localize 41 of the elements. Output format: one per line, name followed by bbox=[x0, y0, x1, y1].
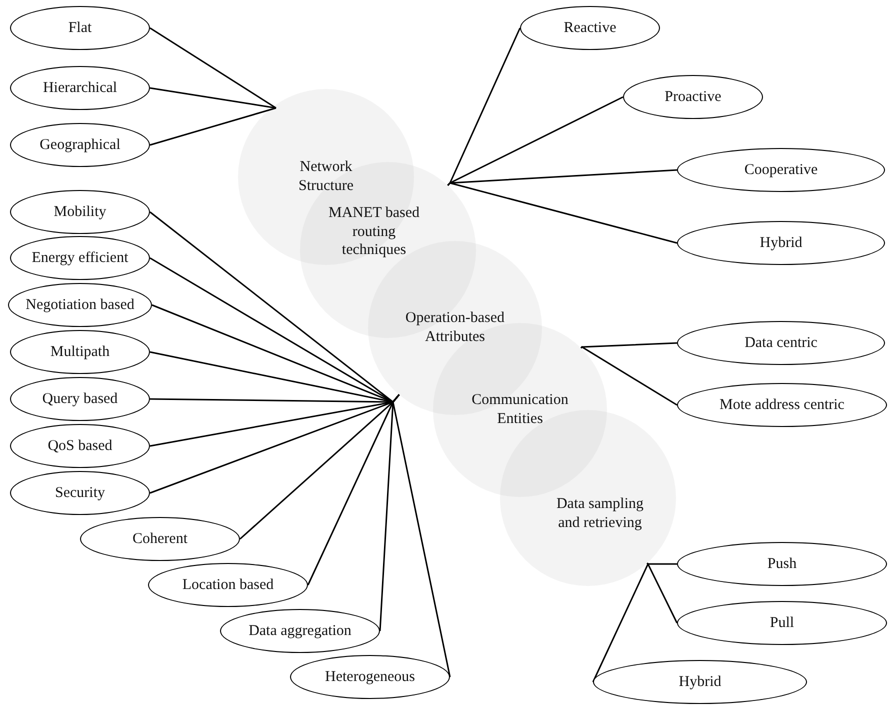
item-label: Flat bbox=[68, 20, 92, 36]
item-label: Multipath bbox=[50, 344, 110, 360]
connector-line bbox=[392, 394, 451, 678]
item-label: Geographical bbox=[40, 136, 120, 154]
connector-line bbox=[592, 562, 649, 682]
category-label: MANET based routing techniques bbox=[328, 204, 420, 260]
item-label: Coherent bbox=[132, 530, 188, 548]
item-label: Hybrid bbox=[760, 234, 802, 252]
category-label: Data sampling and retrieving bbox=[555, 495, 645, 533]
item-label: Mobility bbox=[54, 204, 106, 220]
item-label: Cooperative bbox=[744, 162, 818, 178]
item-label: Proactive bbox=[664, 88, 722, 106]
item-label: Query based bbox=[42, 390, 118, 408]
item-label: Energy efficient bbox=[32, 250, 128, 266]
item-label: QoS based bbox=[48, 438, 112, 454]
connector-line bbox=[447, 169, 678, 186]
item-label: Hybrid bbox=[678, 674, 722, 690]
item-label: Data centric bbox=[744, 334, 818, 352]
item-label: Pull bbox=[770, 614, 794, 632]
item-label: Heterogeneous bbox=[325, 668, 415, 686]
item-label: Hierarchical bbox=[42, 80, 118, 96]
category-label: Communication Entities bbox=[470, 391, 570, 429]
connector-line bbox=[150, 27, 277, 109]
connector-line bbox=[580, 342, 678, 349]
item-label: Security bbox=[55, 484, 105, 502]
item-label: Reactive bbox=[564, 20, 616, 36]
item-ellipse bbox=[290, 655, 450, 699]
item-label: Data aggregation bbox=[248, 622, 352, 640]
connector-line bbox=[150, 107, 277, 146]
item-label: Location based bbox=[182, 576, 274, 594]
connector-line bbox=[580, 346, 678, 406]
category-label: Operation-based Attributes bbox=[404, 309, 506, 347]
connector-line bbox=[646, 562, 677, 565]
item-label: Mote address centric bbox=[720, 396, 844, 414]
connector-line bbox=[646, 562, 678, 624]
connector-line bbox=[150, 87, 277, 109]
item-label: Push bbox=[767, 556, 797, 572]
category-label: Network Structure bbox=[298, 158, 354, 196]
connector-line bbox=[447, 182, 678, 244]
item-label: Negotiation based bbox=[26, 296, 134, 314]
item-ellipse bbox=[220, 609, 380, 653]
